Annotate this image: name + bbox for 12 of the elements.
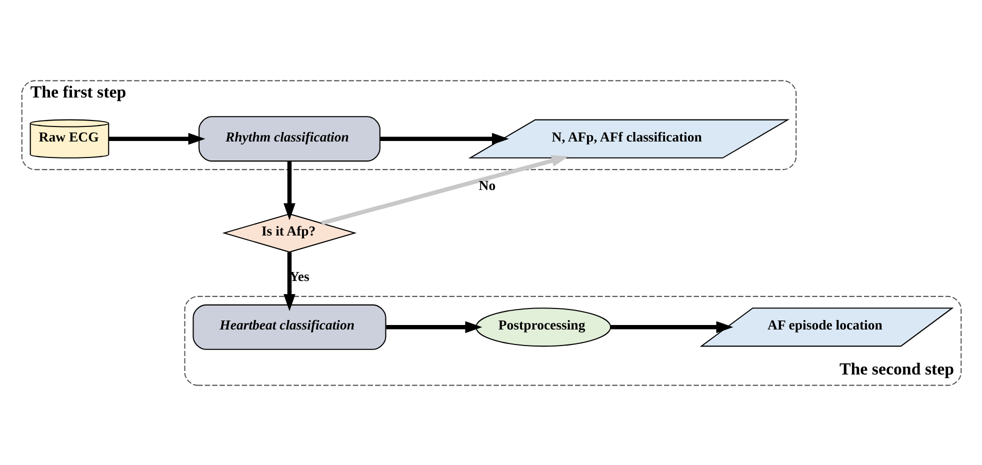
- arrow: [283, 252, 295, 311]
- arrow: [108, 132, 205, 144]
- node-ellipse: Postprocessing: [475, 307, 611, 346]
- arrow: [380, 132, 508, 144]
- arrow: [386, 320, 482, 333]
- edge-label: No: [478, 178, 496, 193]
- arrow: [610, 320, 733, 333]
- arrow: [320, 154, 568, 225]
- arrow: [283, 160, 295, 220]
- node-box: Heartbeat classification: [192, 304, 386, 350]
- node-box: Rhythm classification: [198, 116, 380, 162]
- node-diamond: Is it Afp?: [222, 212, 356, 252]
